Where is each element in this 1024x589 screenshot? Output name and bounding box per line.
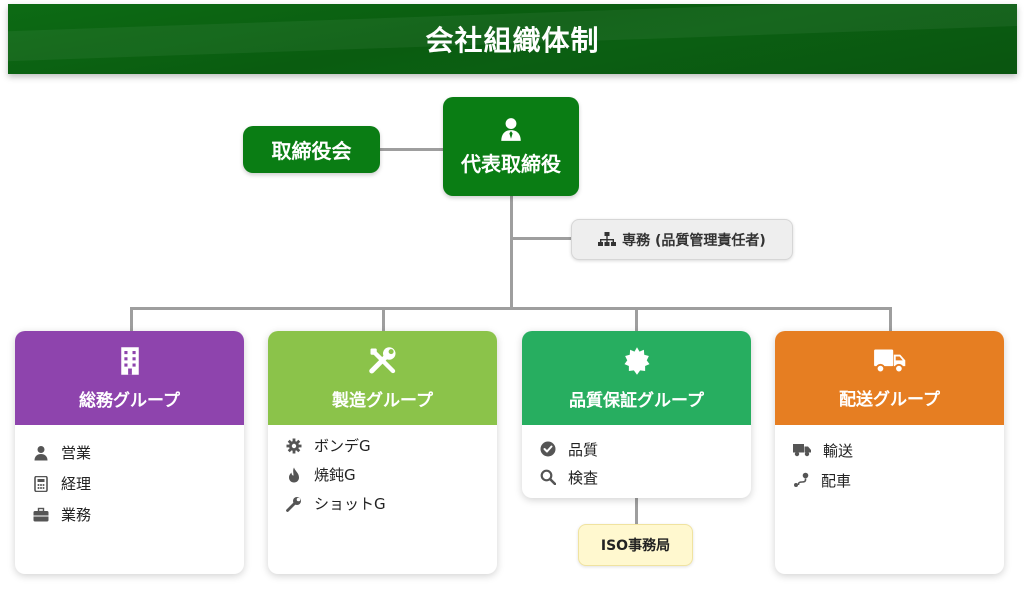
group-header-quality-assurance: 品質保証グループ xyxy=(522,331,751,425)
flame-icon xyxy=(289,467,299,482)
group-header-manufacturing: 製造グループ xyxy=(268,331,497,425)
connector-drop-4 xyxy=(889,307,892,331)
group-header-delivery: 配送グループ xyxy=(775,331,1004,425)
item-label: 経理 xyxy=(61,475,92,493)
group-card-delivery: 配送グループ 輸送 配車 xyxy=(775,331,1004,574)
truck-icon xyxy=(793,444,811,457)
group-title: 総務グループ xyxy=(79,390,180,411)
list-item: 輸送 xyxy=(793,435,986,465)
page-title: 会社組織体制 xyxy=(425,24,600,57)
group-card-manufacturing: 製造グループ ボンデG 焼鈍G ショットG xyxy=(268,331,497,574)
route-icon xyxy=(794,472,809,487)
tools-icon xyxy=(368,346,395,373)
building-icon xyxy=(120,346,139,375)
search-icon xyxy=(540,469,556,485)
connector-horizontal-bus xyxy=(130,307,892,310)
iso-office-box: ISO事務局 xyxy=(578,524,693,566)
user-tie-icon xyxy=(501,118,521,141)
connector-board-ceo xyxy=(380,148,443,151)
ceo-box: 代表取締役 xyxy=(443,97,579,196)
wrench-icon xyxy=(286,496,301,512)
item-label: 検査 xyxy=(568,468,599,487)
list-item: 焼鈍G xyxy=(286,460,479,489)
user-icon xyxy=(34,445,48,460)
connector-director xyxy=(510,237,571,240)
director-label: 専務 (品質管理責任者) xyxy=(622,232,766,249)
item-label: 輸送 xyxy=(823,441,854,460)
connector-drop-2 xyxy=(382,307,385,331)
board-label: 取締役会 xyxy=(271,139,352,163)
truck-icon xyxy=(873,349,905,373)
org-chart-icon xyxy=(598,231,617,246)
connector-iso xyxy=(635,498,638,524)
connector-drop-3 xyxy=(635,307,638,331)
item-label: 焼鈍G xyxy=(314,466,356,484)
group-card-general-affairs: 総務グループ 営業 経理 業務 xyxy=(15,331,244,574)
item-label: 配車 xyxy=(821,471,852,490)
list-item: 営業 xyxy=(33,437,226,468)
group-title: 品質保証グループ xyxy=(569,390,704,411)
iso-label: ISO事務局 xyxy=(600,538,671,554)
list-item: 配車 xyxy=(793,465,986,495)
group-card-quality-assurance: 品質保証グループ 品質 検査 xyxy=(522,331,751,498)
group-title: 製造グループ xyxy=(332,390,433,411)
ceo-label: 代表取締役 xyxy=(461,152,561,176)
item-label: 業務 xyxy=(61,506,92,524)
list-item: 業務 xyxy=(33,499,226,530)
list-item: 経理 xyxy=(33,468,226,499)
connector-ceo-trunk xyxy=(510,196,513,308)
list-item: 品質 xyxy=(540,435,733,463)
group-title: 配送グループ xyxy=(839,389,940,410)
certificate-icon xyxy=(624,346,649,375)
gear-icon xyxy=(286,438,302,453)
director-box: 専務 (品質管理責任者) xyxy=(571,219,793,260)
list-item: ショットG xyxy=(286,489,479,518)
connector-drop-1 xyxy=(130,307,133,331)
briefcase-icon xyxy=(33,507,49,521)
item-label: ショットG xyxy=(314,495,386,513)
header-banner: 会社組織体制 xyxy=(8,4,1017,74)
item-label: 営業 xyxy=(61,444,92,462)
calculator-icon xyxy=(34,475,48,492)
list-item: 検査 xyxy=(540,463,733,491)
check-circle-icon xyxy=(540,441,556,457)
item-label: 品質 xyxy=(568,440,599,459)
board-of-directors-box: 取締役会 xyxy=(243,126,380,173)
group-header-general-affairs: 総務グループ xyxy=(15,331,244,425)
item-label: ボンデG xyxy=(314,437,371,455)
list-item: ボンデG xyxy=(286,431,479,460)
